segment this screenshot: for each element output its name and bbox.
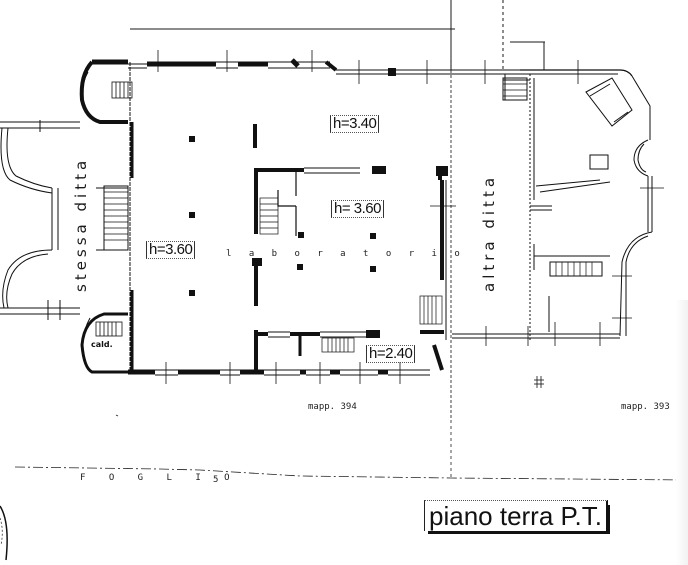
sheet-boundary bbox=[14, 414, 688, 481]
parcel-label-393: mapp. 393 bbox=[621, 402, 670, 412]
drawing-title: piano terra P.T. bbox=[424, 500, 608, 531]
columns bbox=[189, 136, 376, 296]
parcel-label-394: mapp. 394 bbox=[308, 402, 357, 412]
right-unit bbox=[452, 74, 664, 388]
left-annex bbox=[0, 120, 129, 320]
boiler-room bbox=[80, 312, 128, 374]
sheet-label: F O G L I O bbox=[80, 473, 239, 483]
scan-shadow bbox=[676, 300, 688, 565]
height-label-lower-strip: h=2.40 bbox=[366, 345, 416, 363]
main-walls bbox=[79, 50, 633, 384]
sheet-number: 5 bbox=[213, 475, 219, 485]
stamp-edge bbox=[0, 505, 8, 561]
room-label-altra-ditta: altra ditta bbox=[480, 173, 498, 292]
height-label-lab-left: h=3.60 bbox=[146, 241, 196, 259]
room-label-cald: cald. bbox=[91, 340, 113, 349]
height-label-lab-upper: h=3.40 bbox=[330, 115, 380, 133]
room-label-stessa-ditta: stessa ditta bbox=[72, 156, 90, 292]
room-label-laboratorio: l a b o r a t o r i o bbox=[226, 249, 466, 259]
height-label-lab-core: h= 3.60 bbox=[331, 200, 384, 218]
inner-core bbox=[189, 60, 456, 420]
